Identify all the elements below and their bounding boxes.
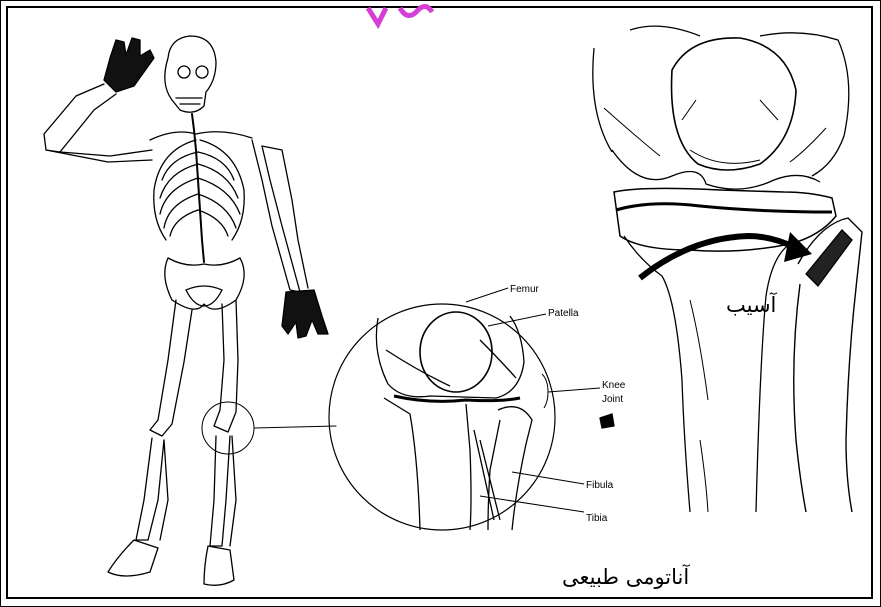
label-knee: Knee [602,380,626,391]
injured-tibia [624,236,790,512]
spine [192,114,204,262]
hanging-arm [252,140,300,292]
label-femur: Femur [510,284,540,295]
hanging-hand [282,290,328,338]
left-femur [150,300,192,436]
label-patella: Patella [548,308,579,319]
right-femur [214,300,238,432]
label-fibula: Fibula [586,480,614,491]
magnifier-circle [329,304,555,530]
caption-normal-anatomy: آناتومی طبیعی [562,564,690,589]
knee-highlight-circle [202,402,254,454]
left-tibia [136,438,164,540]
fibula-bone [488,407,532,530]
normal-knee-magnified [329,288,614,530]
tibial-plateau [614,188,836,251]
right-foot [204,546,234,585]
patella-bone [420,312,492,392]
skeleton-figure [44,36,336,585]
left-foot [108,540,158,576]
pelvis [165,258,244,309]
raised-forearm [44,84,116,152]
raised-hand [104,38,154,92]
label-tibia: Tibia [586,513,608,524]
caption-injury: آسیب [726,292,778,317]
label-joint: Joint [602,394,623,405]
injury-arrow [640,236,796,278]
tibia-bone [384,398,471,530]
injured-knee [593,26,862,512]
leader-to-magnifier [254,426,336,428]
skull [165,36,216,112]
watermark-fragment [368,6,432,24]
